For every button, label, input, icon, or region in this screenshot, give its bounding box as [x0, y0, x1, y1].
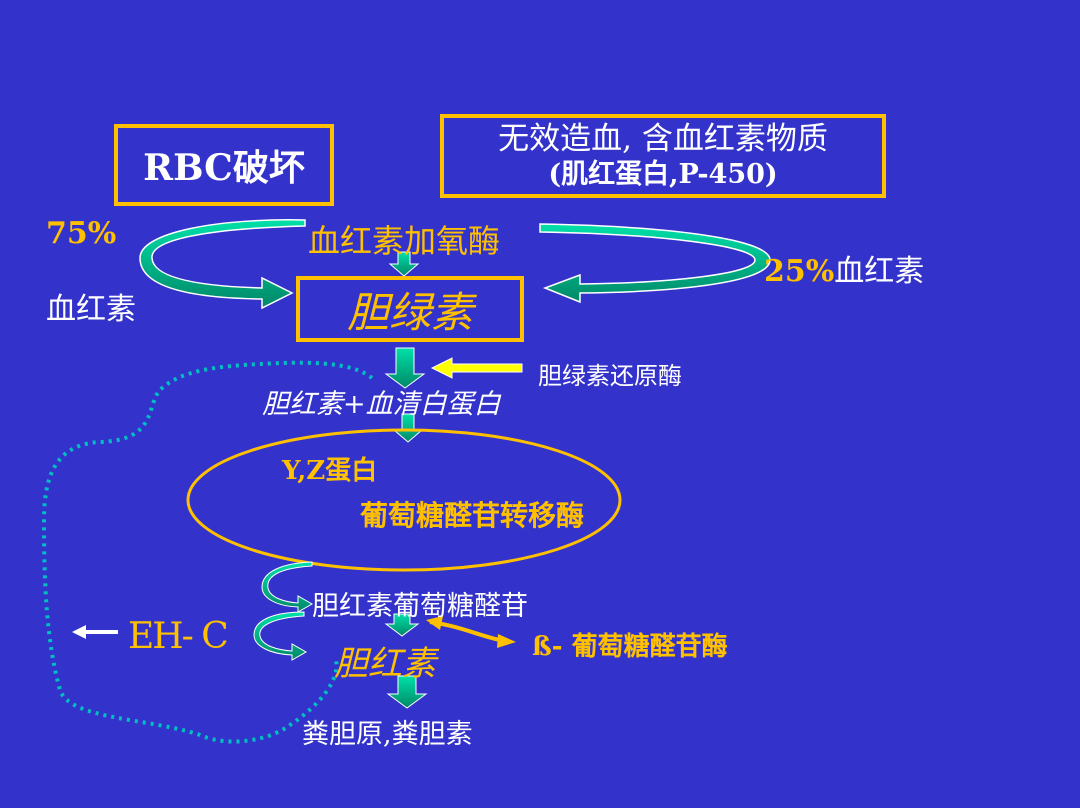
biliverdin-reductase-label: 胆绿素还原酶	[538, 362, 682, 390]
biliverdin-box: 胆绿素	[296, 276, 524, 342]
biliverdin-down-arrow	[384, 347, 426, 389]
glucuronide-down-arrow	[384, 613, 420, 637]
yz-protein-label: Y,Z蛋白	[282, 456, 378, 486]
glucuronidase-arrowhead-right	[497, 634, 516, 648]
liver-cell-ellipse	[186, 428, 622, 572]
glucuronide-curved-arrow	[261, 561, 314, 613]
left-curved-arrow	[139, 219, 306, 310]
reductase-arrow	[430, 357, 523, 379]
heme-right-label: 血红素	[834, 254, 925, 289]
bilirubin-albumin-label: 胆红素+血清白蛋白	[262, 389, 501, 420]
stercobilin-down-arrow	[386, 675, 428, 709]
ehc-label: EH- C	[128, 616, 229, 657]
biliverdin-label: 胆绿素	[346, 287, 473, 337]
ineffective-erythropoiesis-box: 无效造血, 含血红素物质 (肌红蛋白,P-450)	[440, 114, 886, 198]
bilirubin-label: 胆红素	[334, 644, 436, 684]
pct75-label: 75%	[46, 216, 117, 251]
heme-oxygenase-label: 血红素加氧酶	[308, 222, 501, 260]
beta-glucuronidase-label: ß- 葡萄糖醛苷酶	[532, 632, 728, 662]
rbc-destruction-box: RBC破坏	[114, 124, 334, 206]
bilirubin-glucuronide-label: 胆红素葡萄糖醛苷	[312, 591, 528, 622]
right-curved-arrow	[539, 223, 771, 304]
heme-left-label: 血红素	[46, 292, 136, 327]
pct25-heme-label: 25%血红素	[764, 246, 924, 290]
stercobilinogen-label: 粪胆原,粪胆素	[302, 719, 473, 750]
rbc-destruction-label: RBC破坏	[143, 147, 305, 189]
oxygenase-down-arrow	[388, 251, 420, 277]
pct25-label: 25%	[764, 254, 835, 289]
ineffective-erythropoiesis-line2: (肌红蛋白,P-450)	[548, 159, 778, 190]
ehc-arrowhead	[72, 625, 86, 639]
bilirubin-curved-arrow	[253, 611, 308, 661]
glucuronidase-arrowhead-left	[426, 616, 443, 630]
ineffective-erythropoiesis-line1: 无效造血, 含血红素物质	[498, 121, 828, 157]
glucuronyl-transferase-label: 葡萄糖醛苷转移酶	[360, 499, 585, 532]
